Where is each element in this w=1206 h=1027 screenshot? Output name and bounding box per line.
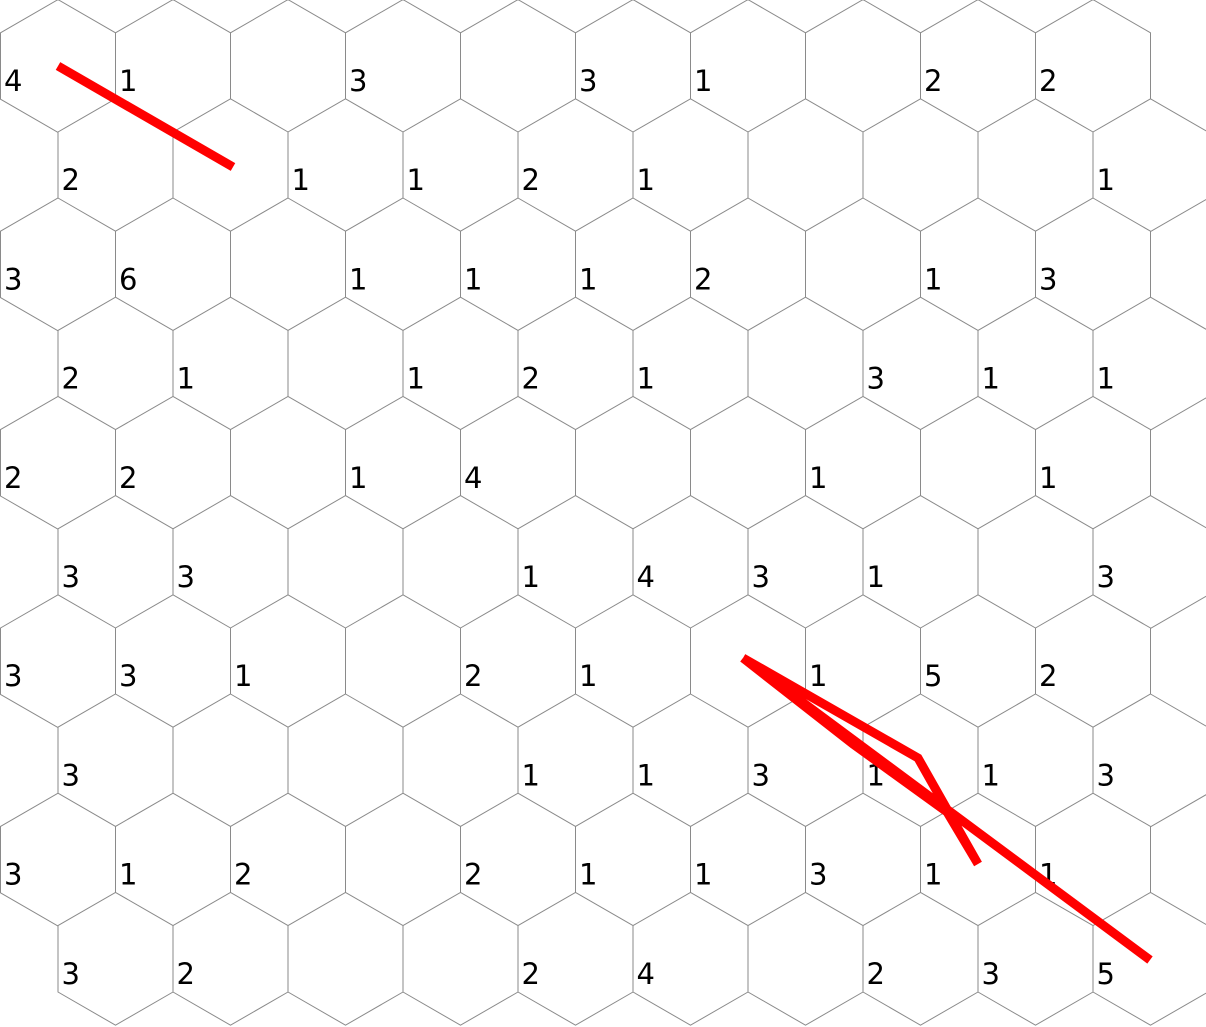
hex-number-r7-c9: 3 bbox=[1097, 758, 1115, 792]
hex-number-r8-c6: 1 bbox=[694, 858, 712, 892]
hex-number-r4-c9: 1 bbox=[1039, 461, 1057, 495]
hex-number-r8-c7: 3 bbox=[809, 858, 827, 892]
hex-number-r2-c3: 1 bbox=[349, 262, 367, 296]
hex-number-r7-c0: 3 bbox=[62, 758, 80, 792]
hex-number-r9-c7: 2 bbox=[867, 957, 885, 991]
hex-number-r4-c0: 2 bbox=[4, 461, 22, 495]
hex-number-r4-c4: 4 bbox=[464, 461, 482, 495]
hex-number-r8-c2: 2 bbox=[234, 858, 252, 892]
hex-number-r5-c5: 4 bbox=[637, 560, 655, 594]
hex-number-r6-c8: 5 bbox=[924, 659, 942, 693]
hex-number-r7-c5: 1 bbox=[637, 758, 655, 792]
hex-number-r8-c5: 1 bbox=[579, 858, 597, 892]
hex-number-r5-c1: 3 bbox=[177, 560, 195, 594]
hex-number-r0-c9: 2 bbox=[1039, 64, 1057, 98]
hex-number-r5-c6: 3 bbox=[752, 560, 770, 594]
hex-number-r5-c7: 1 bbox=[867, 560, 885, 594]
hex-number-r5-c4: 1 bbox=[522, 560, 540, 594]
hex-number-r7-c8: 1 bbox=[982, 758, 1000, 792]
hex-number-r1-c3: 1 bbox=[407, 163, 425, 197]
hex-number-r5-c9: 3 bbox=[1097, 560, 1115, 594]
hex-number-r2-c9: 3 bbox=[1039, 262, 1057, 296]
hex-number-r2-c8: 1 bbox=[924, 262, 942, 296]
hex-number-r1-c2: 1 bbox=[292, 163, 310, 197]
hex-number-r9-c8: 3 bbox=[982, 957, 1000, 991]
hex-number-r0-c0: 4 bbox=[4, 64, 22, 98]
hex-number-r3-c9: 1 bbox=[1097, 362, 1115, 396]
hex-number-r1-c5: 1 bbox=[637, 163, 655, 197]
hex-number-r0-c6: 1 bbox=[694, 64, 712, 98]
hex-number-r0-c3: 3 bbox=[349, 64, 367, 98]
hex-number-r2-c1: 6 bbox=[119, 262, 137, 296]
hex-number-r6-c0: 3 bbox=[4, 659, 22, 693]
hex-number-r8-c8: 1 bbox=[924, 858, 942, 892]
hex-number-r4-c3: 1 bbox=[349, 461, 367, 495]
hex-number-r3-c8: 1 bbox=[982, 362, 1000, 396]
hex-number-r9-c0: 3 bbox=[62, 957, 80, 991]
hex-number-r8-c4: 2 bbox=[464, 858, 482, 892]
top-left-red-path bbox=[55, 62, 236, 171]
hex-number-r6-c2: 1 bbox=[234, 659, 252, 693]
hex-number-r9-c5: 4 bbox=[637, 957, 655, 991]
hex-number-r2-c0: 3 bbox=[4, 262, 22, 296]
hex-number-r3-c0: 2 bbox=[62, 362, 80, 396]
hex-number-r3-c7: 3 bbox=[867, 362, 885, 396]
hex-number-r5-c0: 3 bbox=[62, 560, 80, 594]
hex-number-r8-c0: 3 bbox=[4, 858, 22, 892]
hex-number-r6-c9: 2 bbox=[1039, 659, 1057, 693]
hex-number-r6-c7: 1 bbox=[809, 659, 827, 693]
hex-number-r2-c6: 2 bbox=[694, 262, 712, 296]
hex-number-r7-c6: 3 bbox=[752, 758, 770, 792]
hex-number-r0-c1: 1 bbox=[119, 64, 137, 98]
bottom-right-red-path bbox=[740, 654, 1153, 964]
hex-number-r6-c1: 3 bbox=[119, 659, 137, 693]
hex-number-r2-c5: 1 bbox=[579, 262, 597, 296]
hex-number-r0-c8: 2 bbox=[924, 64, 942, 98]
hex-number-r2-c4: 1 bbox=[464, 262, 482, 296]
hex-number-r8-c1: 1 bbox=[119, 858, 137, 892]
hex-number-r0-c5: 3 bbox=[579, 64, 597, 98]
hex-number-r7-c4: 1 bbox=[522, 758, 540, 792]
hex-number-r9-c4: 2 bbox=[522, 957, 540, 991]
hex-number-r3-c1: 1 bbox=[177, 362, 195, 396]
hex-number-r1-c0: 2 bbox=[62, 163, 80, 197]
hex-number-r1-c9: 1 bbox=[1097, 163, 1115, 197]
hex-number-r3-c3: 1 bbox=[407, 362, 425, 396]
hex-number-r3-c4: 2 bbox=[522, 362, 540, 396]
hex-number-r1-c4: 2 bbox=[522, 163, 540, 197]
hex-number-r9-c9: 5 bbox=[1097, 957, 1115, 991]
hex-number-r9-c1: 2 bbox=[177, 957, 195, 991]
hex-number-r6-c5: 1 bbox=[579, 659, 597, 693]
path-overlays bbox=[55, 62, 1153, 964]
hex-number-r4-c1: 2 bbox=[119, 461, 137, 495]
hex-number-r6-c4: 2 bbox=[464, 659, 482, 693]
hex-number-r4-c7: 1 bbox=[809, 461, 827, 495]
hex-number-r3-c5: 1 bbox=[637, 362, 655, 396]
